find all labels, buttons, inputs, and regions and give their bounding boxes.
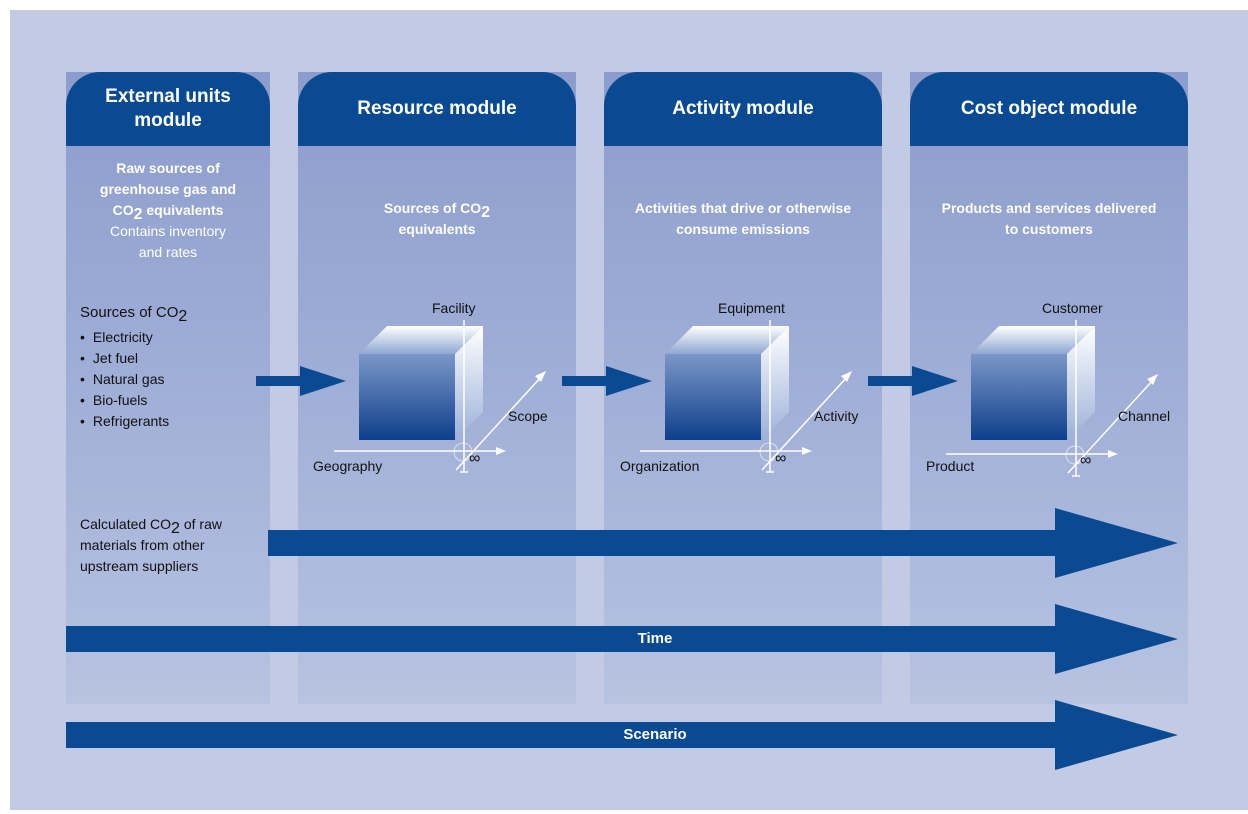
list-item: Natural gas xyxy=(80,369,169,390)
sources-heading: Sources of CO2 xyxy=(80,304,187,325)
resource-desc-text: Sources of CO xyxy=(383,200,482,216)
activity-header: Activity module xyxy=(604,72,882,146)
cube-top-face xyxy=(359,326,483,354)
cost-desc-line2: to customers xyxy=(1005,221,1093,237)
cube-top-face xyxy=(665,326,789,354)
axis-origin-circle xyxy=(759,442,779,462)
scenario-label: Scenario xyxy=(623,726,687,743)
cube-left-label: Geography xyxy=(313,458,383,474)
cost-object-title: Cost object module xyxy=(960,98,1138,119)
external-desc-line5: and rates xyxy=(138,244,198,260)
diagonal-axis xyxy=(455,375,543,471)
cube-top-face xyxy=(971,326,1095,354)
cube-diagonal-label: Activity xyxy=(814,408,859,424)
connector-arrow-1 xyxy=(256,366,346,396)
external-desc-subscript: 2 xyxy=(133,205,143,223)
cube-top-label: Customer xyxy=(1042,300,1103,316)
cost-object-cube xyxy=(946,320,1158,477)
resource-title: Resource module xyxy=(357,98,517,119)
external-desc-co-text: CO xyxy=(112,202,134,218)
activity-description: Activities that drive or otherwise consu… xyxy=(604,198,882,240)
axis-arrowhead xyxy=(1108,450,1118,458)
diagonal-axis xyxy=(1067,378,1155,474)
calculated-line2: materials from other xyxy=(80,537,205,553)
cube-left-label: Organization xyxy=(620,458,700,474)
cost-object-header: Cost object module xyxy=(910,72,1188,146)
activity-cube xyxy=(640,320,852,473)
calculated-suffix-text: of raw xyxy=(179,516,222,532)
list-item: Jet fuel xyxy=(80,348,169,369)
external-desc-line4: Contains inventory xyxy=(110,223,226,239)
axis-origin-circle xyxy=(453,442,473,462)
resource-desc-line1: Sources of CO2 xyxy=(298,198,576,221)
axis-arrowhead xyxy=(841,371,852,382)
axis-arrowhead xyxy=(535,371,546,382)
resource-description: Sources of CO2 equivalents xyxy=(298,198,576,240)
cube-diagonal-label: Scope xyxy=(508,408,548,424)
infinity-symbol: ∞ xyxy=(469,450,481,467)
cube-top-label: Facility xyxy=(432,300,476,316)
cube-diagonal-label: Channel xyxy=(1118,408,1171,424)
cube-side-face xyxy=(455,326,483,440)
resource-header: Resource module xyxy=(298,72,576,146)
cube-front-face xyxy=(359,354,455,440)
axis-arrowhead xyxy=(496,447,506,455)
calculated-subscript: 2 xyxy=(171,519,180,537)
external-desc-line1: Raw sources of xyxy=(116,160,220,176)
cube-front-face xyxy=(971,354,1067,440)
sources-heading-text: Sources of CO xyxy=(80,304,179,321)
connector-arrow-3 xyxy=(868,366,958,396)
activity-desc-line1: Activities that drive or otherwise xyxy=(634,200,852,216)
external-desc-line2: greenhouse gas and xyxy=(99,181,237,197)
list-item: Electricity xyxy=(80,327,169,348)
calculated-co2-text: Calculated CO2 of raw materials from oth… xyxy=(80,514,222,577)
list-item: Refrigerants xyxy=(80,411,169,432)
cube-side-face xyxy=(761,326,789,440)
external-desc-line3: CO2 equivalents xyxy=(66,200,270,223)
activity-title: Activity module xyxy=(672,98,814,119)
axis-origin-circle xyxy=(1065,445,1085,465)
external-units-description: Raw sources of greenhouse gas and CO2 eq… xyxy=(66,158,270,263)
resource-desc-subscript: 2 xyxy=(481,203,491,221)
external-units-header: External units module xyxy=(66,72,270,146)
time-arrow xyxy=(66,604,1178,674)
cost-object-description: Products and services delivered to custo… xyxy=(910,198,1188,240)
cube-front-face xyxy=(665,354,761,440)
activity-desc-line2: consume emissions xyxy=(676,221,810,237)
sources-heading-subscript: 2 xyxy=(178,308,188,325)
axis-arrowhead xyxy=(1147,374,1158,385)
infinity-symbol: ∞ xyxy=(1080,452,1092,469)
cube-side-face xyxy=(1067,326,1095,440)
diagonal-axis xyxy=(761,375,849,471)
cube-left-label: Product xyxy=(926,458,975,474)
time-label: Time xyxy=(637,630,673,647)
resource-desc-line2: equivalents xyxy=(398,221,476,237)
cost-desc-line1: Products and services delivered xyxy=(941,200,1157,216)
upstream-arrow xyxy=(268,508,1178,578)
connector-arrow-2 xyxy=(562,366,652,396)
infinity-symbol: ∞ xyxy=(775,450,787,467)
cube-top-label: Equipment xyxy=(718,300,785,316)
scenario-arrow xyxy=(66,700,1178,770)
calculated-line1: Calculated CO2 of raw xyxy=(80,514,222,537)
external-desc-equivalents-text: equivalents xyxy=(142,202,224,218)
calculated-line3: upstream suppliers xyxy=(80,558,199,574)
resource-cube xyxy=(334,320,546,473)
calculated-co-text: Calculated CO xyxy=(80,516,172,532)
sources-list: Electricity Jet fuel Natural gas Bio-fue… xyxy=(80,327,169,432)
axis-arrowhead xyxy=(802,447,812,455)
list-item: Bio-fuels xyxy=(80,390,169,411)
external-units-title: External units module xyxy=(105,86,231,131)
